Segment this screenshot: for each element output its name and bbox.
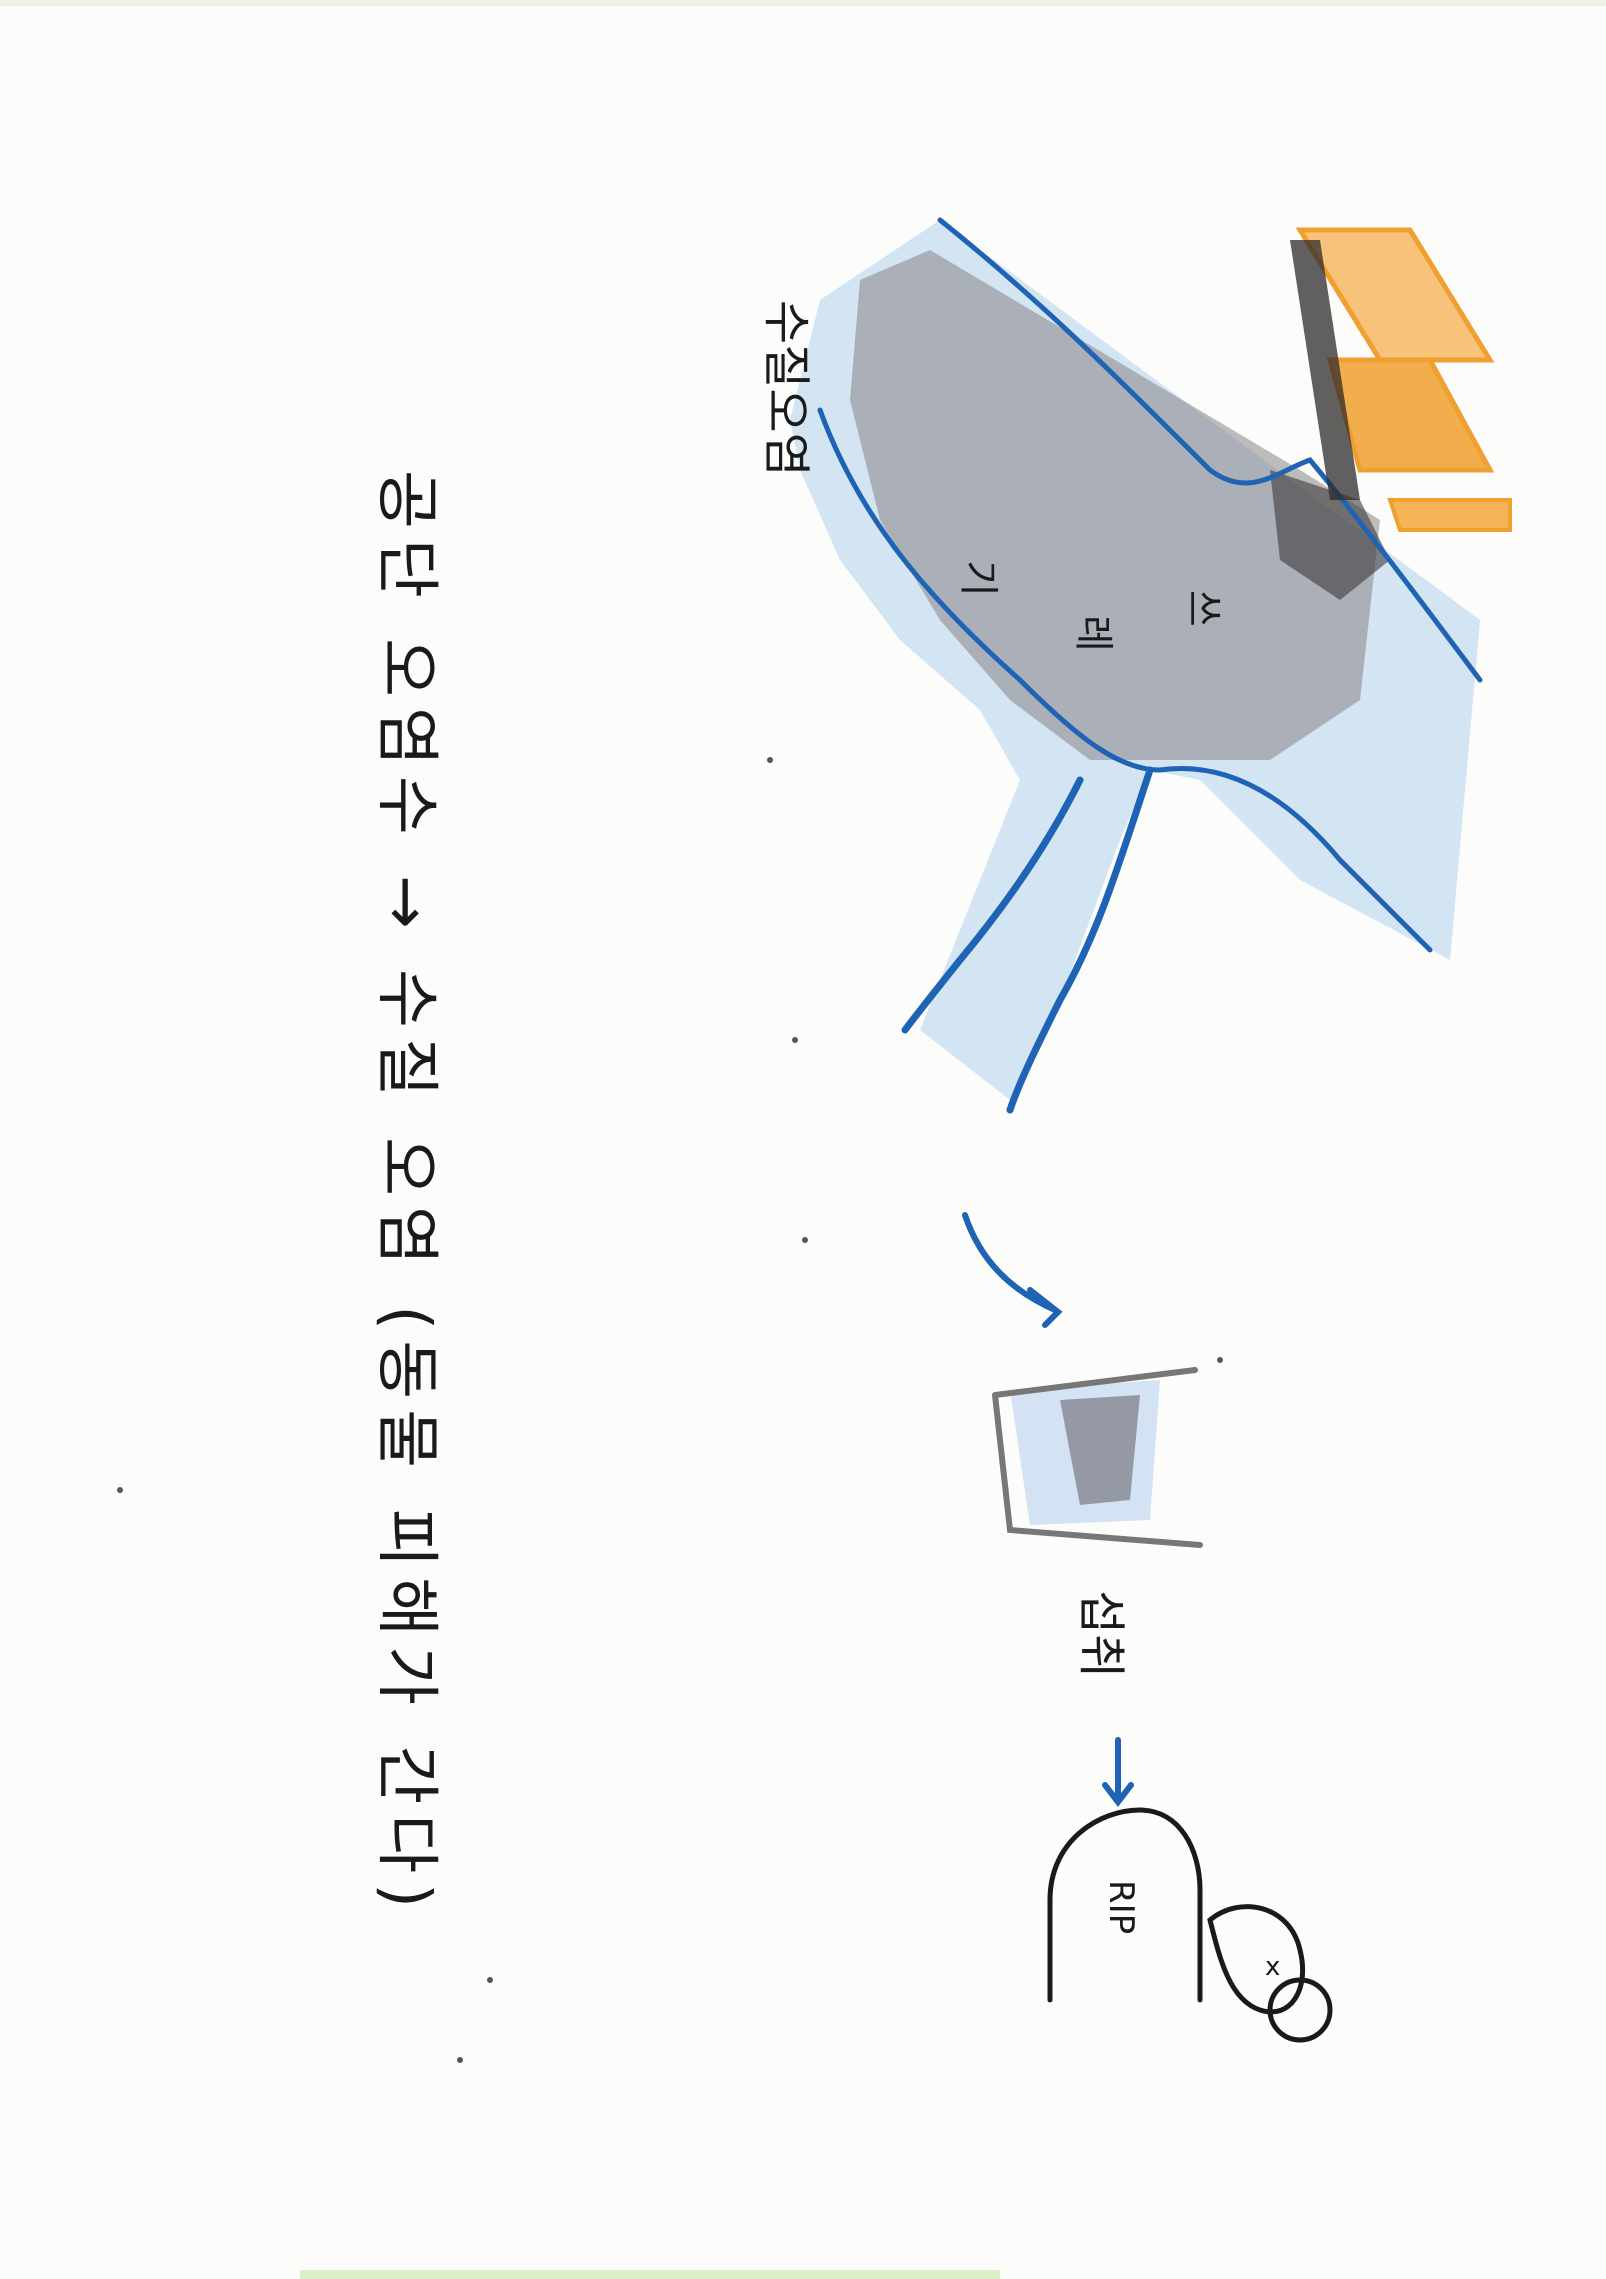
speck [767, 757, 773, 763]
tombstone-outline [1047, 1807, 1203, 2003]
scan-specks [117, 757, 1223, 2063]
step-arrow-head-icon [1102, 1782, 1134, 1807]
animal-body [1207, 1904, 1306, 2015]
river-label: 수질오염 [758, 300, 814, 477]
cup-dirt [1060, 1395, 1140, 1505]
tombstone-text: RIP [1101, 1880, 1141, 1934]
cup-outline [992, 1367, 1203, 1548]
pollution-dark [1270, 470, 1390, 600]
speck [1217, 1357, 1223, 1363]
step-label: 섭취 [1073, 1590, 1129, 1678]
factory-block-2 [1326, 357, 1495, 473]
speck [802, 1237, 808, 1243]
speck [117, 1487, 123, 1493]
scan-edge-top [0, 0, 1606, 6]
tributary-outline-right [1006, 766, 1154, 1114]
factory-block-1 [1295, 227, 1495, 363]
tributary-outline-left [901, 776, 1084, 1034]
factory-block-3 [1387, 498, 1512, 532]
animal-head [1267, 1977, 1333, 2043]
cup-icon [992, 1367, 1203, 1548]
flow-arrow-head-icon [1027, 1287, 1063, 1328]
pollution-streak [850, 250, 1380, 760]
factory-shadow [1290, 240, 1360, 500]
animal-eye-x: x [1265, 1952, 1280, 1982]
flow-arrow-icon [962, 1212, 1058, 1313]
speck [487, 1977, 493, 1983]
river-trash-char-2: 레 [1070, 615, 1116, 652]
dead-animal-icon: x [1207, 1904, 1333, 2043]
river [790, 217, 1483, 1114]
river-trash-char-3: 기 [955, 560, 1001, 597]
scan-edge-bottom [300, 2270, 1000, 2279]
river-trash-char-1: 쓰 [1180, 590, 1226, 627]
tombstone-icon: RIP [1047, 1807, 1203, 2003]
caption: 공단 오염수 → 수질 오염 (동물 피해가 간다) [369, 470, 443, 1918]
speck [457, 2057, 463, 2063]
river-outline-upper [937, 217, 1483, 683]
factory [1290, 227, 1512, 532]
river-outline-lower [817, 407, 1433, 953]
speck [792, 1037, 798, 1043]
